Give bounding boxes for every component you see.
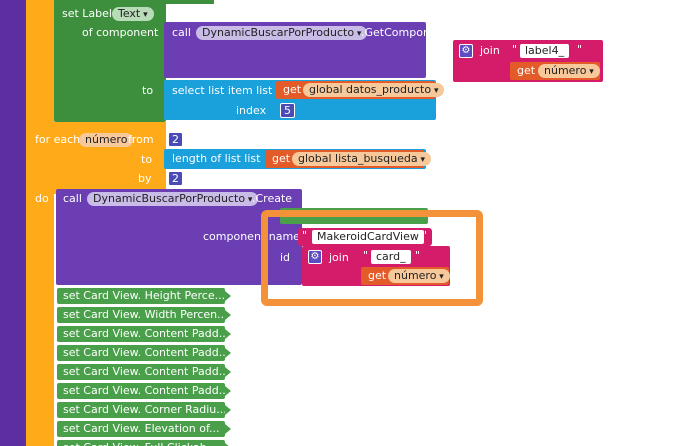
set-label-top-strip [54, 0, 214, 4]
create-method: .Create [252, 192, 293, 205]
card-view-setter-label: set Card View. Height Perce... [63, 289, 226, 302]
card-view-setter-label: set Card View. Content Padd... [63, 384, 230, 397]
get-label: get [368, 269, 387, 282]
set-label-text: set Label. [62, 7, 116, 20]
id-label: id [443, 44, 454, 57]
loop-variable-name[interactable]: número [79, 133, 134, 147]
variable-dropdown[interactable]: número [388, 269, 450, 283]
card-view-setter-block[interactable]: set Card View. Content Padd... [57, 364, 231, 380]
card-view-setter-label: set Card View. Content Padd... [63, 346, 230, 359]
card-view-setter-label: set Card View. Corner Radiu... [63, 403, 227, 416]
for-each-block-spine[interactable] [26, 0, 54, 446]
card-view-setter-block[interactable]: set Card View. Content Padd... [57, 326, 231, 342]
card-view-setter-block[interactable]: set Card View. Content Padd... [57, 383, 231, 399]
of-component-label: of component [82, 26, 159, 39]
variable-dropdown[interactable]: número [538, 64, 600, 78]
for-each-label: for each [35, 133, 81, 146]
index-number[interactable]: 5 [280, 103, 295, 118]
text-string-block[interactable]: " card_ " [359, 248, 425, 266]
card-view-setter-block[interactable]: set Card View. Height Perce... [57, 288, 231, 304]
get-label: get [283, 83, 302, 96]
index-label: index [236, 104, 267, 117]
card-view-setter-label: set Card View. Width Percen... [63, 308, 228, 321]
mutator-gear-icon[interactable]: ⚙ [459, 44, 473, 58]
label-property-dropdown[interactable]: Text [112, 7, 154, 21]
string-value[interactable]: card_ [371, 250, 411, 264]
card-view-setter-block[interactable]: set Card View. Full Clickab... [57, 440, 231, 446]
global-variable-dropdown[interactable]: global lista_busqueda [292, 152, 431, 166]
card-view-setter-label: set Card View. Content Padd... [63, 327, 230, 340]
component-name-label: component name [203, 230, 300, 243]
call-label: call [172, 26, 191, 39]
component-dropdown[interactable]: DynamicBuscarPorProducto [196, 26, 368, 40]
string-value[interactable]: MakeroidCardView [312, 230, 424, 244]
join-label: join [480, 44, 500, 57]
card-view-setter-block[interactable]: set Card View. Corner Radiu... [57, 402, 231, 418]
by-number[interactable]: 2 [168, 171, 183, 186]
to-label: to [142, 84, 154, 97]
highlight-annotation [261, 210, 483, 306]
text-string-block[interactable]: " MakeroidCardView " [298, 228, 432, 246]
get-label: get [517, 64, 536, 77]
call-label: call [63, 192, 82, 205]
to-label: to [141, 153, 153, 166]
card-view-setter-label: set Card View. Elevation of... [63, 422, 220, 435]
mutator-gear-icon[interactable]: ⚙ [308, 250, 322, 264]
get-component-method: .GetComponent [361, 26, 448, 39]
by-label: by [138, 172, 152, 185]
select-list-item-label: select list item list [172, 84, 273, 97]
card-view-setter-block[interactable]: set Card View. Content Padd... [57, 345, 231, 361]
card-view-setter-block[interactable]: set Card View. Width Percen... [57, 307, 231, 323]
event-block-body[interactable] [0, 0, 26, 446]
id-label: id [280, 251, 291, 264]
do-label: do [35, 192, 49, 205]
card-view-setter-label: set Card View. Content Padd... [63, 365, 230, 378]
get-label: get [272, 152, 291, 165]
text-string-block[interactable]: " label4_ " [508, 42, 586, 60]
card-view-setter-label: set Card View. Full Clickab... [63, 441, 217, 446]
component-dropdown[interactable]: DynamicBuscarPorProducto [87, 192, 259, 206]
string-value[interactable]: label4_ [520, 44, 570, 58]
join-label: join [329, 251, 349, 264]
card-view-setter-block[interactable]: set Card View. Elevation of... [57, 421, 231, 437]
from-number[interactable]: 2 [168, 132, 183, 147]
from-label: from [128, 133, 154, 146]
length-of-list-label: length of list list [172, 152, 261, 165]
global-variable-dropdown[interactable]: global datos_producto [303, 83, 445, 97]
